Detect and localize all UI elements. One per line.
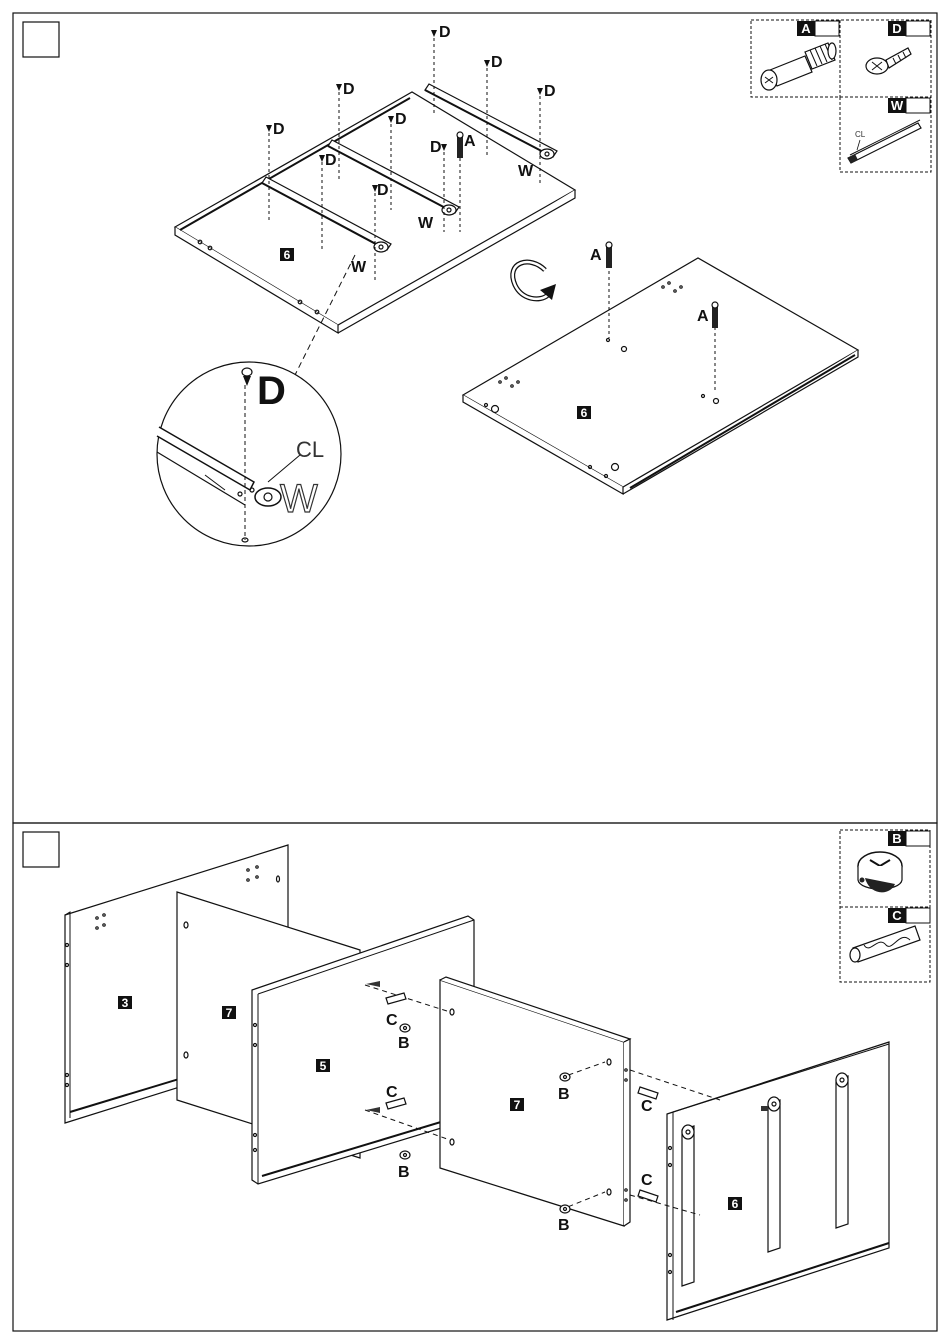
svg-text:B: B bbox=[892, 831, 901, 846]
label-a-2: A bbox=[590, 247, 602, 264]
cam-bolt-marker bbox=[457, 132, 463, 158]
label-d-3: D bbox=[544, 83, 556, 100]
label-d-7: D bbox=[325, 152, 337, 169]
label-c-2: C bbox=[386, 1084, 398, 1101]
label-w-2: W bbox=[418, 215, 434, 232]
svg-text:W: W bbox=[891, 98, 904, 113]
legend-tag-a: A bbox=[797, 21, 839, 36]
zoom-label-cl: CL bbox=[296, 437, 324, 462]
screw-icon bbox=[866, 48, 911, 74]
rotate-arrow-icon bbox=[513, 262, 556, 300]
cam-lock-icon bbox=[858, 852, 902, 892]
panel-6-label: 6 bbox=[284, 248, 291, 262]
label-b-4: B bbox=[558, 1217, 570, 1234]
svg-text:CL: CL bbox=[855, 130, 866, 139]
label-c-3: C bbox=[641, 1098, 653, 1115]
panel-6-side-label: 6 bbox=[732, 1197, 739, 1211]
panel-7-back-label: 7 bbox=[226, 1006, 233, 1020]
label-c-4: C bbox=[641, 1172, 653, 1189]
label-w-3: W bbox=[351, 259, 367, 276]
step1-hardware-legend bbox=[751, 20, 931, 172]
label-d-5: D bbox=[395, 111, 407, 128]
panel-5-label: 5 bbox=[320, 1059, 327, 1073]
panel-6-flipped-label: 6 bbox=[581, 406, 588, 420]
label-d-2: D bbox=[491, 54, 503, 71]
legend-tag-b: B bbox=[888, 831, 930, 846]
wooden-dowel-icon bbox=[850, 926, 920, 962]
svg-text:D: D bbox=[892, 21, 901, 36]
label-d-6: D bbox=[273, 121, 285, 138]
drawer-rail-icon: CL bbox=[848, 120, 921, 163]
label-d-8: D bbox=[377, 182, 389, 199]
legend-tag-d: D bbox=[888, 21, 930, 36]
panel-3-label: 3 bbox=[122, 996, 129, 1010]
panel-7-front bbox=[440, 977, 630, 1226]
label-d-9: D bbox=[430, 139, 442, 156]
label-b-1: B bbox=[398, 1035, 410, 1052]
step2-number-box bbox=[23, 832, 59, 867]
svg-text:C: C bbox=[892, 908, 902, 923]
svg-text:A: A bbox=[801, 21, 811, 36]
label-b-2: B bbox=[398, 1164, 410, 1181]
zoom-label-w: W bbox=[280, 477, 318, 521]
step1-number-box bbox=[23, 22, 59, 57]
cam-bolt-icon bbox=[761, 43, 836, 90]
legend-tag-c: C bbox=[888, 908, 930, 923]
label-d-1: D bbox=[439, 24, 451, 41]
label-c-1: C bbox=[386, 1012, 398, 1029]
label-a-1: A bbox=[464, 133, 476, 150]
legend-tag-w: W bbox=[888, 98, 930, 113]
panel-7-front-label: 7 bbox=[514, 1098, 521, 1112]
label-b-3: B bbox=[558, 1086, 570, 1103]
zoom-label-d: D bbox=[257, 369, 286, 413]
label-d-4: D bbox=[343, 81, 355, 98]
label-w-1: W bbox=[518, 163, 534, 180]
label-a-3: A bbox=[697, 308, 709, 325]
